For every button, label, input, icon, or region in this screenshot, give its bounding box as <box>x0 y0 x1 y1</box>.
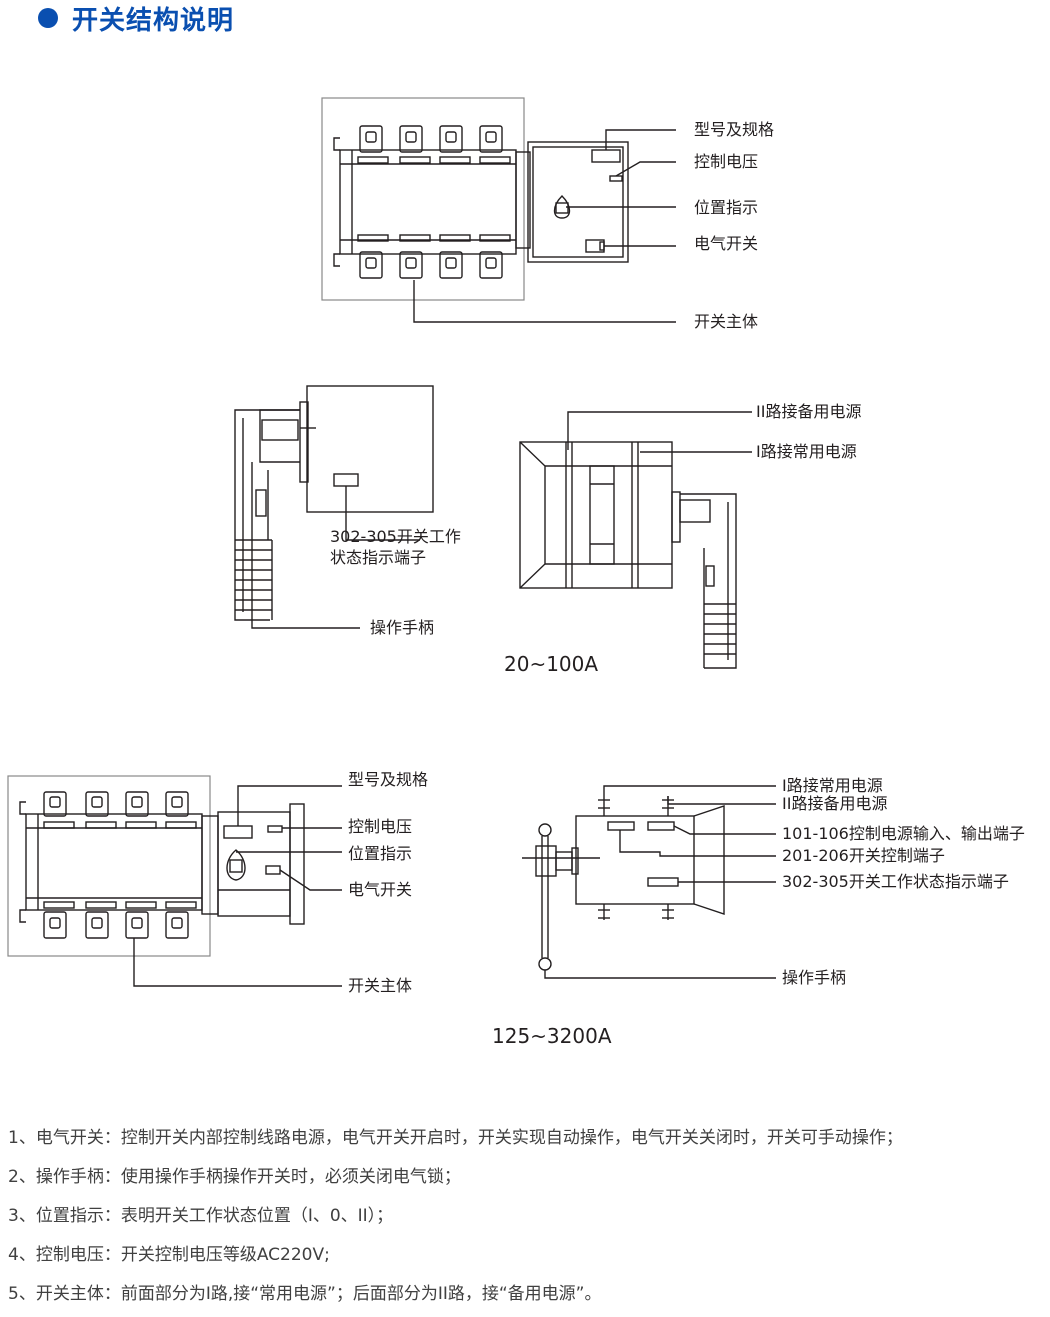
d2-label-normal-power: I路接常用电源 <box>756 442 857 461</box>
note-item: 3、位置指示：表明开关工作状态位置（I、0、II）； <box>8 1206 394 1226</box>
switch-structure-diagram: 型号及规格 控制电压 位置指示 电气开关 开关主体 302-305开关工作 状态… <box>7 97 1025 1048</box>
d3-label-electric-switch: 电气开关 <box>348 880 412 899</box>
diagram2-right-drawing <box>519 411 752 669</box>
d3-label-position-indicator: 位置指示 <box>348 844 412 863</box>
d3-label-control-voltage: 控制电压 <box>348 817 412 836</box>
d2-caption: 20~100A <box>504 652 598 676</box>
d4-label-normal-power: I路接常用电源 <box>782 776 883 795</box>
diagram1-drawing <box>321 97 676 323</box>
d4-label-switch-control-terminal: 201-206开关控制端子 <box>782 846 945 865</box>
d1-label-switch-body: 开关主体 <box>694 312 758 331</box>
d4-label-backup-power: II路接备用电源 <box>782 794 887 813</box>
d1-label-electric-switch: 电气开关 <box>694 234 758 253</box>
d4-label-status-terminal: 302-305开关工作状态指示端子 <box>782 872 1009 891</box>
note-item: 4、控制电压：开关控制电压等级AC220V; <box>8 1245 330 1265</box>
bullet-dot-icon <box>38 8 58 28</box>
d4-caption: 125~3200A <box>492 1024 612 1048</box>
note-item: 1、电气开关：控制开关内部控制线路电源，电气开关开启时，开关实现自动操作，电气开… <box>8 1128 903 1148</box>
d2-label-backup-power: II路接备用电源 <box>756 402 861 421</box>
note-item: 5、开关主体：前面部分为I路,接“常用电源”；后面部分为II路，接“备用电源”。 <box>8 1284 602 1304</box>
d1-label-control-voltage: 控制电压 <box>694 152 758 171</box>
note-item: 2、操作手柄：使用操作手柄操作开关时，必须关闭电气锁； <box>8 1167 461 1187</box>
diagram4-drawing <box>522 785 776 979</box>
diagram3-drawing <box>7 775 342 987</box>
d2-label-status-terminal-line2: 状态指示端子 <box>330 548 426 567</box>
section-title: 开关结构说明 <box>72 5 235 36</box>
d4-label-control-power-terminal: 101-106控制电源输入、输出端子 <box>782 824 1025 843</box>
d3-label-switch-body: 开关主体 <box>348 976 412 995</box>
d4-label-handle: 操作手柄 <box>782 968 846 987</box>
d2-label-status-terminal-line1: 302-305开关工作 <box>330 527 461 546</box>
d3-label-model: 型号及规格 <box>348 770 428 789</box>
d1-label-model: 型号及规格 <box>694 120 774 139</box>
d1-label-position-indicator: 位置指示 <box>694 198 758 217</box>
notes-list: 1、电气开关：控制开关内部控制线路电源，电气开关开启时，开关实现自动操作，电气开… <box>8 1122 1048 1317</box>
diagram2-left-drawing <box>234 385 434 629</box>
d2-label-handle: 操作手柄 <box>370 618 434 637</box>
section-header: 开关结构说明 <box>38 0 234 36</box>
